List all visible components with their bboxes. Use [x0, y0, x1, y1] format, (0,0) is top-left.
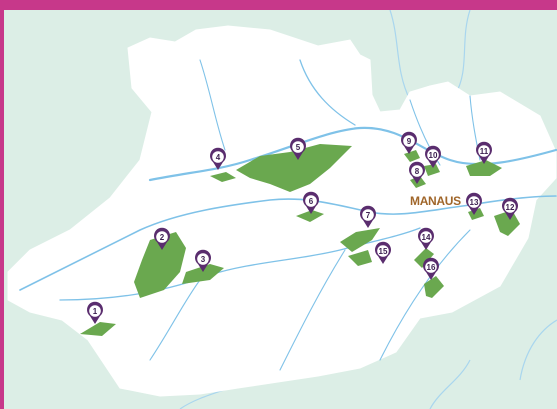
pin-16[interactable]: 16: [423, 257, 439, 280]
pin-14[interactable]: 14: [418, 227, 434, 250]
pin-8[interactable]: 8: [409, 161, 425, 184]
pin-11[interactable]: 11: [476, 141, 492, 164]
pin-10[interactable]: 10: [425, 145, 441, 168]
pin-13[interactable]: 13: [466, 192, 482, 215]
area-shape-11: [466, 160, 502, 176]
area-shape-16: [424, 276, 444, 298]
protected-areas: [80, 144, 520, 336]
pin-6[interactable]: 6: [303, 191, 319, 214]
pin-label-16: 16: [427, 263, 436, 272]
pin-label-5: 5: [296, 143, 301, 152]
pin-label-14: 14: [422, 233, 431, 242]
area-shape-6: [296, 210, 324, 222]
pin-12[interactable]: 12: [502, 197, 518, 220]
pins: 1 2 3 4 5 6 7: [87, 131, 518, 324]
pin-1[interactable]: 1: [87, 301, 103, 324]
city-label-manaus: MANAUS: [410, 194, 461, 208]
pin-label-13: 13: [470, 198, 479, 207]
pin-label-7: 7: [366, 211, 371, 220]
area-shape-9: [404, 150, 420, 162]
area-shape-12: [494, 210, 520, 236]
amazonas-state: [7, 25, 557, 397]
pin-label-9: 9: [407, 137, 412, 146]
pin-label-10: 10: [429, 151, 438, 160]
outer-rivers: [179, 10, 557, 409]
pin-15[interactable]: 15: [375, 241, 391, 264]
area-shape-3: [182, 264, 224, 284]
pin-label-15: 15: [379, 247, 388, 256]
pin-7[interactable]: 7: [360, 205, 376, 228]
pin-label-3: 3: [201, 255, 206, 264]
pin-label-2: 2: [160, 233, 165, 242]
area-shape-14: [414, 248, 434, 268]
pin-label-12: 12: [506, 203, 515, 212]
area-shape-7: [340, 228, 380, 252]
pin-2[interactable]: 2: [154, 227, 170, 250]
area-shape-2: [134, 232, 186, 298]
pin-label-11: 11: [480, 147, 489, 156]
pin-label-4: 4: [216, 153, 221, 162]
pin-label-6: 6: [309, 197, 314, 206]
area-shape-5: [236, 144, 352, 192]
pin-3[interactable]: 3: [195, 249, 211, 272]
pin-label-1: 1: [93, 307, 98, 316]
area-shape-4: [210, 172, 236, 182]
pin-label-8: 8: [415, 167, 420, 176]
area-shape-15: [348, 250, 372, 266]
pin-4[interactable]: 4: [210, 147, 226, 170]
pin-9[interactable]: 9: [401, 131, 417, 154]
pin-5[interactable]: 5: [290, 137, 306, 160]
amazonas-map: MANAUS 1 2 3 4 5: [4, 10, 557, 409]
area-shape-10: [424, 164, 440, 176]
area-shape-1: [80, 322, 116, 336]
